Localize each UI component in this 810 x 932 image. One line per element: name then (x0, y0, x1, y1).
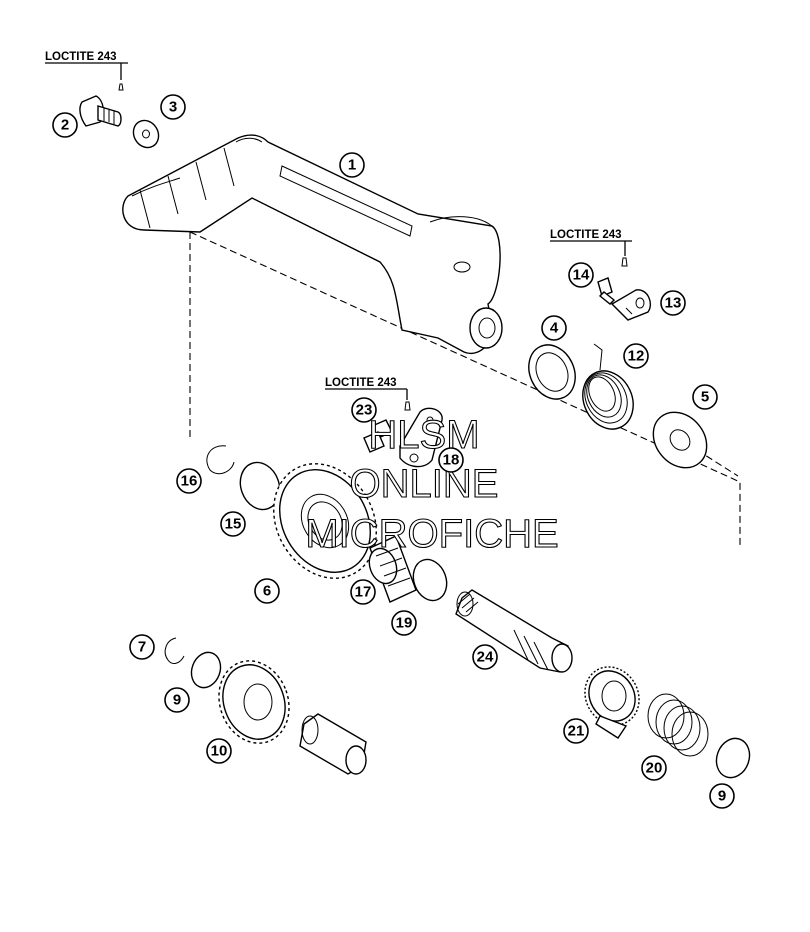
kick-lever-part (122, 134, 503, 355)
svg-text:24: 24 (477, 649, 494, 666)
watermark-line-2: ONLINE (350, 462, 499, 506)
assembly-guide-lines (189, 231, 741, 548)
needle-bearing-part-17 (368, 535, 417, 603)
svg-text:10: 10 (211, 743, 228, 760)
svg-text:LOCTITE 243: LOCTITE 243 (45, 51, 117, 63)
washer-part-3 (132, 119, 160, 149)
svg-text:7: 7 (138, 639, 146, 656)
washer-part-19 (412, 558, 448, 602)
washer-part-15 (239, 461, 281, 511)
callout-9-right: 9 (709, 783, 735, 809)
loctite-label-3: LOCTITE 243 (325, 377, 408, 400)
callout-18: 18 (438, 447, 464, 473)
svg-text:12: 12 (628, 348, 645, 365)
ratchet-gear-part-21 (584, 666, 640, 739)
callout-21: 21 (563, 718, 589, 744)
callout-20: 20 (641, 755, 667, 781)
callout-16: 16 (176, 468, 202, 494)
svg-text:20: 20 (646, 760, 663, 777)
washer-part-5 (652, 411, 708, 469)
svg-text:14: 14 (573, 267, 590, 284)
callout-4: 4 (541, 315, 567, 341)
washer-part-9-right (715, 737, 751, 779)
small-gear-part-10 (218, 660, 290, 744)
svg-text:18: 18 (443, 452, 460, 469)
callout-23: 23 (351, 397, 377, 423)
screw-part-14 (597, 257, 628, 305)
washer-part-9-left (190, 651, 222, 689)
svg-text:17: 17 (355, 584, 372, 601)
kick-shaft-part-24 (455, 589, 573, 673)
svg-text:3: 3 (169, 99, 177, 116)
svg-text:6: 6 (263, 583, 271, 600)
circlip-part-7 (164, 637, 185, 664)
loctite-label-1: LOCTITE 243 (45, 51, 128, 80)
callout-9-left: 9 (164, 687, 190, 713)
callout-13: 13 (660, 290, 686, 316)
callout-1: 1 (339, 152, 365, 178)
svg-text:1: 1 (348, 157, 356, 174)
callout-3: 3 (160, 94, 186, 120)
screws-part-23 (363, 401, 411, 453)
watermark-line-1: HLSM (368, 413, 479, 457)
loctite-label-2: LOCTITE 243 (550, 229, 632, 256)
spring-part-12 (582, 343, 634, 430)
callout-7: 7 (129, 634, 155, 660)
svg-text:LOCTITE 243: LOCTITE 243 (550, 229, 622, 241)
bracket-part-13 (610, 289, 652, 321)
svg-text:21: 21 (568, 723, 585, 740)
callout-17: 17 (350, 579, 376, 605)
callout-5: 5 (692, 384, 718, 410)
svg-text:15: 15 (225, 516, 242, 533)
watermark: HLSM ONLINE MICROFICHE (305, 412, 559, 556)
callout-6: 6 (254, 578, 280, 604)
callout-15: 15 (220, 511, 246, 537)
callout-10: 10 (206, 738, 232, 764)
svg-text:2: 2 (61, 117, 69, 134)
idler-pin (299, 713, 367, 775)
svg-text:19: 19 (396, 615, 413, 632)
svg-text:9: 9 (718, 788, 726, 805)
svg-text:9: 9 (173, 692, 181, 709)
callout-19: 19 (391, 610, 417, 636)
svg-text:LOCTITE 243: LOCTITE 243 (325, 377, 397, 389)
screw-part-2 (79, 83, 124, 127)
callout-12: 12 (623, 343, 649, 369)
callout-24: 24 (472, 644, 498, 670)
svg-text:23: 23 (356, 402, 373, 419)
watermark-line-3: MICROFICHE (305, 512, 558, 556)
svg-text:4: 4 (550, 320, 559, 337)
washer-part-4 (528, 344, 576, 400)
spring-part-20 (647, 693, 709, 757)
ratchet-guide-part-18 (399, 407, 443, 468)
callout-14: 14 (568, 262, 594, 288)
circlip-part-16 (206, 445, 235, 475)
large-gear-part-6 (273, 463, 377, 579)
svg-text:16: 16 (181, 473, 198, 490)
svg-text:13: 13 (665, 295, 682, 312)
callout-2: 2 (52, 112, 78, 138)
svg-text:5: 5 (701, 389, 709, 406)
